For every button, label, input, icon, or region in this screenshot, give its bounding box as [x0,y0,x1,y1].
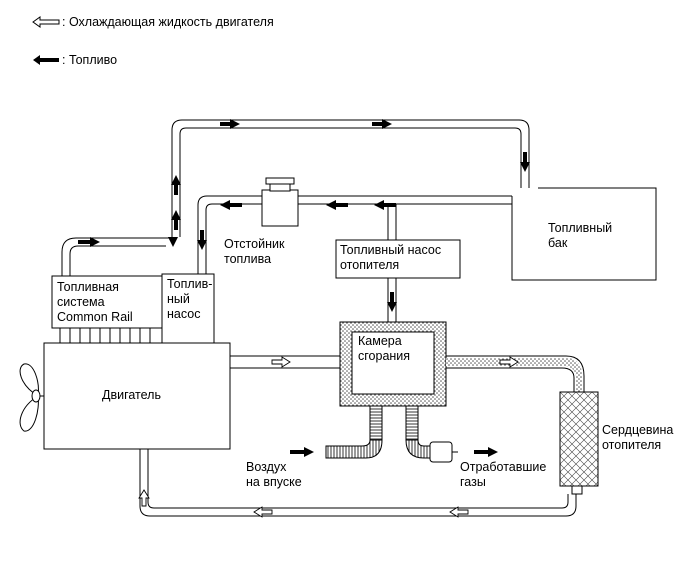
intake-air-arrow [290,447,314,457]
exhaust-label-line2: газы [460,475,486,489]
legend-coolant: : Охлаждающая жидкость двигателя [32,15,274,29]
common-rail-label: Топливная система Common Rail [57,280,133,325]
legend-coolant-label: : Охлаждающая жидкость двигателя [62,15,274,29]
coolant-arrow-up-engine [138,489,150,507]
fuel-arrow-mid-2 [326,200,348,210]
fuel-arrow-chamber-down [387,292,397,312]
common-rail-label-line2: система [57,295,105,309]
fuel-arrow-top-2 [372,119,392,129]
coolant-flow-arrows [138,356,519,518]
exhaust-pipe [405,405,458,463]
heater-core-label-line2: отопителя [602,438,662,452]
pump-to-chamber-pipe [387,278,397,322]
intake-air-label-line1: Воздух [246,460,287,474]
fuel-return-line [171,119,530,237]
fuel-arrow-top-1 [220,119,240,129]
legend-fuel-label: : Топливо [62,53,118,67]
fuel-pump-box [161,273,215,345]
fuel-arrow-pump-down [197,230,207,250]
fuel-flow-arrows [78,119,530,312]
fuel-tank-label-line1: Топливный [548,221,613,235]
fuel-arrow-return-up-2 [171,210,181,230]
fuel-filter-label: Отстойник топлива [224,237,284,267]
coolant-arrow-to-chamber [271,356,291,368]
fuel-pump-label: Топлив- ный насос [167,277,212,322]
exhaust-gas-arrow [474,447,498,457]
combustion-chamber-label-line1: Камера [358,334,402,348]
heater-core-label-line1: Сердцевина [602,423,674,437]
injector-lines [59,328,151,343]
fuel-tank-label-line2: бак [548,236,568,250]
fan-icon [19,363,44,432]
intake-pipe [325,405,383,459]
common-rail-box [51,275,163,329]
combustion-chamber [339,321,447,407]
common-rail-label-line3: Common Rail [57,310,133,324]
combustion-chamber-label: Камера сгорания [358,334,410,364]
fuel-pump-label-line2: ный [167,292,190,306]
fuel-arrow-return-up-1 [171,175,181,195]
combustion-chamber-label-line2: сгорания [358,349,411,363]
coolant-arrow-to-heater [499,356,519,368]
rail-outlet-pipe [61,237,172,276]
fuel-arrow-tank-down [520,152,530,172]
heater-pump-label-line1: Топливный насос [340,243,442,257]
heater-pump-label-line2: отопителя [340,258,400,272]
fuel-pump-label-line1: Топлив- [167,277,213,291]
engine-label: Двигатель [102,388,161,402]
coolant-arrow-icon [32,16,60,28]
coolant-line-to-chamber [230,355,340,369]
heater-fuel-pump [335,239,461,279]
coolant-arrow-bottom-2 [253,506,273,518]
coolant-arrow-bottom-1 [449,506,469,518]
legend-fuel: : Топливо [32,53,117,67]
fuel-arrow-mid-3 [374,200,396,210]
fuel-arrow-pump-return [168,237,178,247]
common-rail-label-line1: Топливная [57,280,119,294]
fuel-tank [511,187,657,281]
air-flow-arrows [290,447,498,457]
intake-air-label-line2: на впуске [246,475,302,489]
coolant-return-line [139,449,577,517]
fuel-filter-label-line1: Отстойник [224,237,285,251]
exhaust-label-line1: Отработавшие [460,460,547,474]
fuel-arrow-icon [33,55,59,65]
fuel-tank-label: Топливный бак [548,221,612,251]
intake-air-label: Воздух на впуске [246,460,302,490]
fuel-filter-label-line2: топлива [224,252,272,266]
fuel-pump-label-line3: насос [167,307,201,321]
fuel-filter [261,177,299,227]
fuel-arrow-mid-1 [220,200,242,210]
heater-core [559,391,599,495]
fuel-arrow-rail-out [78,237,100,247]
exhaust-label: Отработавшие газы [460,460,546,490]
engine-block [43,342,231,450]
heater-pump-label: Топливный насос отопителя [340,243,441,273]
heater-core-label: Сердцевина отопителя [602,423,673,453]
